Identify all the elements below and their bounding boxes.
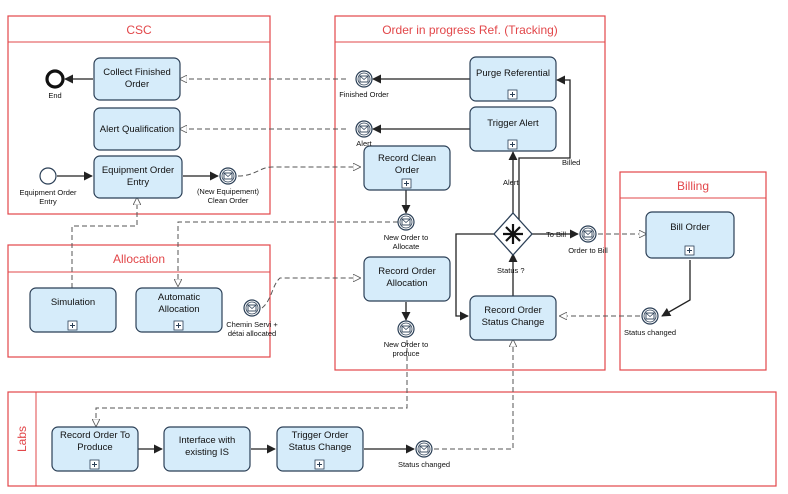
- event-label: (New Equipement): [197, 187, 260, 196]
- event-label: Alert: [356, 139, 372, 148]
- task-record-clean-order[interactable]: Record Clean Order: [363, 145, 451, 191]
- event-label: Equipment Order: [19, 188, 77, 197]
- task-label: Record Order: [484, 305, 542, 316]
- message-event-new-order-allocate[interactable]: New Order to Allocate: [384, 213, 429, 251]
- task-label: existing IS: [185, 447, 229, 458]
- pool-title-labs: Labs: [15, 426, 29, 452]
- seq-flow-gateway-loop: [455, 233, 494, 321]
- pool-title-csc: CSC: [126, 23, 152, 37]
- task-equipment-order-entry[interactable]: Equipment Order Entry: [93, 155, 183, 199]
- task-label: Equipment Order: [102, 165, 174, 176]
- task-collect-finished-order[interactable]: Collect Finished Order: [93, 57, 181, 101]
- end-event[interactable]: End: [45, 69, 65, 100]
- envelope-icon: [359, 125, 369, 133]
- task-label: Trigger Order: [292, 430, 349, 441]
- event-label: Allocate: [393, 242, 420, 251]
- task-trigger-alert[interactable]: Trigger Alert: [469, 106, 557, 152]
- flow-label-alert: Alert: [503, 178, 519, 187]
- task-label: Allocation: [386, 278, 427, 289]
- task-simulation[interactable]: Simulation: [29, 287, 117, 333]
- event-label: Clean Order: [208, 196, 249, 205]
- task-trigger-order-status-change[interactable]: Trigger Order Status Change: [276, 426, 364, 472]
- task-label: Entry: [127, 177, 149, 188]
- task-label: Record Order: [378, 266, 436, 277]
- message-event-clean-order[interactable]: (New Equipement) Clean Order: [197, 167, 260, 205]
- task-label: Order: [125, 79, 149, 90]
- task-label: Alert Qualification: [100, 124, 174, 135]
- task-label: Trigger Alert: [487, 118, 539, 129]
- event-label: Finished Order: [339, 90, 389, 99]
- pool-title-order-tracking: Order in progress Ref. (Tracking): [382, 23, 558, 37]
- msg-flow-new-order-allocate: [178, 221, 398, 286]
- task-label: Allocation: [158, 304, 199, 315]
- flow-label-billed: Billed: [562, 158, 580, 167]
- task-label: Status Change: [482, 317, 545, 328]
- event-label: Status changed: [624, 328, 676, 337]
- message-event-new-order-produce[interactable]: New Order to produce: [384, 320, 429, 358]
- envelope-icon: [359, 75, 369, 83]
- event-label: produce: [392, 349, 419, 358]
- event-label: New Order to: [384, 233, 429, 242]
- event-label: Entry: [39, 197, 57, 206]
- task-label: Status Change: [289, 442, 352, 453]
- complex-gateway[interactable]: [493, 212, 533, 256]
- envelope-icon: [401, 325, 411, 333]
- message-event-alert[interactable]: Alert: [355, 120, 373, 148]
- event-label: New Order to: [384, 340, 429, 349]
- event-label: End: [48, 91, 61, 100]
- task-label: Purge Referential: [476, 68, 550, 79]
- task-record-order-to-produce[interactable]: Record Order To Produce: [51, 426, 139, 472]
- msg-flow-simulation: [71, 198, 137, 288]
- task-label: Order: [395, 165, 419, 176]
- message-event-order-to-bill[interactable]: Order to Bill: [568, 225, 608, 255]
- task-label: Simulation: [51, 297, 95, 308]
- envelope-icon: [645, 312, 655, 320]
- event-label: détai allocated: [228, 329, 276, 338]
- task-record-order-allocation[interactable]: Record Order Allocation: [363, 256, 451, 302]
- envelope-icon: [401, 218, 411, 226]
- flow-label-to-bill: To Bill: [546, 230, 566, 239]
- task-record-order-status-change[interactable]: Record Order Status Change: [469, 295, 557, 341]
- envelope-icon: [223, 172, 233, 180]
- message-event-chemin-servi[interactable]: Chemin Servi + détai allocated: [226, 299, 278, 338]
- task-label: Interface with: [179, 435, 236, 446]
- event-label: Status changed: [398, 460, 450, 469]
- seq-flow-gateway-to-purge: [518, 75, 571, 222]
- task-automatic-allocation[interactable]: Automatic Allocation: [135, 287, 223, 333]
- msg-flow-chemin-servi: [261, 278, 360, 309]
- pool-title-billing: Billing: [677, 179, 709, 193]
- message-event-status-changed-labs[interactable]: Status changed: [398, 440, 450, 469]
- task-label: Record Order To: [60, 430, 130, 441]
- envelope-icon: [247, 304, 257, 312]
- start-event-equipment-order[interactable]: Equipment Order Entry: [19, 167, 77, 206]
- task-label: Automatic: [158, 292, 200, 303]
- msg-flow-clean-order: [237, 167, 360, 177]
- event-label: Chemin Servi +: [226, 320, 278, 329]
- message-event-finished-order[interactable]: Finished Order: [339, 70, 389, 99]
- asterisk-icon: [503, 224, 523, 244]
- task-label: Produce: [77, 442, 112, 453]
- message-event-status-changed-billing[interactable]: Status changed: [624, 307, 676, 337]
- task-alert-qualification[interactable]: Alert Qualification: [93, 107, 181, 151]
- task-purge-referential[interactable]: Purge Referential: [469, 56, 557, 102]
- pool-billing: Billing: [619, 171, 767, 371]
- msg-flow-new-order-produce: [96, 340, 408, 426]
- seq-flow-bill-to-event: [661, 260, 691, 317]
- pool-title-allocation: Allocation: [113, 252, 165, 266]
- event-label: Order to Bill: [568, 246, 608, 255]
- msg-flow-status-changed-labs: [434, 340, 513, 450]
- envelope-icon: [583, 230, 593, 238]
- task-interface-existing-is[interactable]: Interface with existing IS: [163, 426, 251, 472]
- task-label: Bill Order: [670, 222, 710, 233]
- flow-label-status: Status ?: [497, 266, 525, 275]
- task-bill-order[interactable]: Bill Order: [645, 211, 735, 259]
- envelope-icon: [419, 445, 429, 453]
- task-label: Collect Finished: [103, 67, 171, 78]
- task-label: Record Clean: [378, 153, 436, 164]
